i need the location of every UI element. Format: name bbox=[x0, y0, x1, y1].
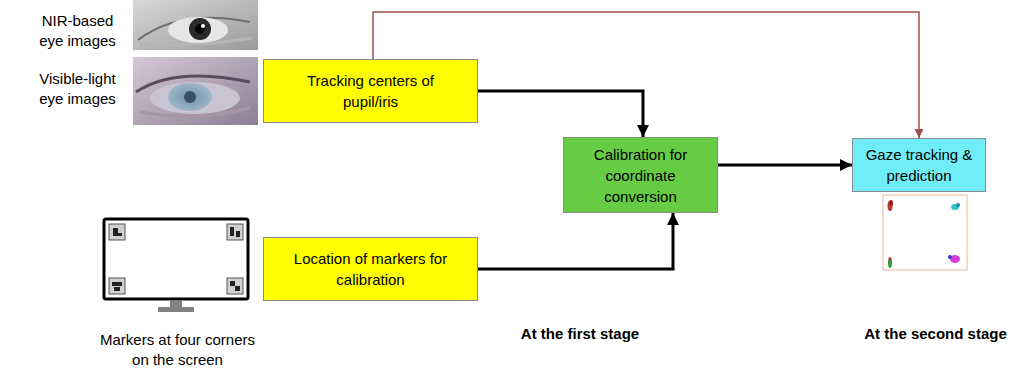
monitor-icon bbox=[104, 219, 248, 312]
nir-eye-photo bbox=[133, 0, 258, 50]
image-caption: NIR-based eye images bbox=[30, 11, 125, 51]
monitor-icon bbox=[158, 307, 194, 312]
marker-squares bbox=[112, 282, 122, 286]
visible-eye-photo bbox=[184, 91, 196, 103]
box-text: Gaze tracking & prediction bbox=[864, 144, 974, 186]
nir-eye-photo bbox=[138, 18, 250, 40]
monitor-icon bbox=[104, 219, 248, 299]
process-box: Tracking centers of pupil/iris bbox=[263, 59, 478, 123]
visible-eye-photo bbox=[140, 108, 250, 116]
marker-squares bbox=[230, 227, 234, 236]
visible-eye-photo bbox=[133, 57, 258, 125]
marker-squares bbox=[109, 224, 243, 294]
nir-eye-photo bbox=[189, 18, 211, 40]
nir-eye-photo bbox=[195, 24, 205, 34]
gaze-scatter-plot bbox=[888, 201, 893, 211]
gaze-scatter-plot bbox=[888, 258, 892, 268]
nir-eye-photo bbox=[201, 24, 205, 28]
marker-squares bbox=[227, 278, 243, 294]
gaze-scatter-plot bbox=[889, 200, 893, 206]
image-caption: Markers at four corners on the screen bbox=[90, 330, 265, 370]
marker-squares bbox=[118, 233, 122, 236]
image-caption: Visible-light eye images bbox=[30, 69, 125, 109]
box-text: Calibration for coordinate conversion bbox=[583, 144, 698, 207]
marker-squares bbox=[227, 224, 243, 240]
gaze-scatter-plot bbox=[883, 195, 967, 270]
stage-label: At the second stage bbox=[850, 324, 1021, 344]
gaze-scatter-plot bbox=[951, 204, 959, 210]
marker-squares bbox=[114, 287, 120, 291]
marker-squares bbox=[235, 286, 240, 291]
marker-squares bbox=[236, 231, 240, 237]
process-box: Gaze tracking & prediction bbox=[852, 138, 986, 192]
stage-label: At the first stage bbox=[495, 324, 665, 344]
gaze-scatter-plot bbox=[956, 203, 960, 207]
gaze-scatter-plot bbox=[883, 195, 967, 270]
visible-eye-photo bbox=[133, 57, 258, 125]
flow-arrow bbox=[478, 213, 673, 269]
box-text: Location of markers for calibration bbox=[283, 248, 458, 290]
marker-squares bbox=[109, 224, 125, 240]
monitor-icon bbox=[170, 300, 182, 308]
flow-arrow bbox=[718, 164, 852, 167]
marker-squares bbox=[113, 228, 118, 236]
marker-squares bbox=[109, 278, 125, 294]
gaze-scatter-plot bbox=[889, 257, 892, 261]
visible-eye-photo bbox=[168, 83, 212, 111]
nir-eye-photo bbox=[168, 17, 228, 43]
box-text: Tracking centers of pupil/iris bbox=[296, 70, 446, 112]
flow-arrow bbox=[478, 91, 643, 137]
process-box: Location of markers for calibration bbox=[263, 237, 478, 301]
nir-eye-photo bbox=[133, 0, 258, 50]
marker-squares bbox=[230, 281, 235, 286]
visible-eye-photo bbox=[150, 82, 240, 114]
gaze-scatter-plot bbox=[948, 255, 952, 259]
process-box: Calibration for coordinate conversion bbox=[563, 137, 718, 213]
